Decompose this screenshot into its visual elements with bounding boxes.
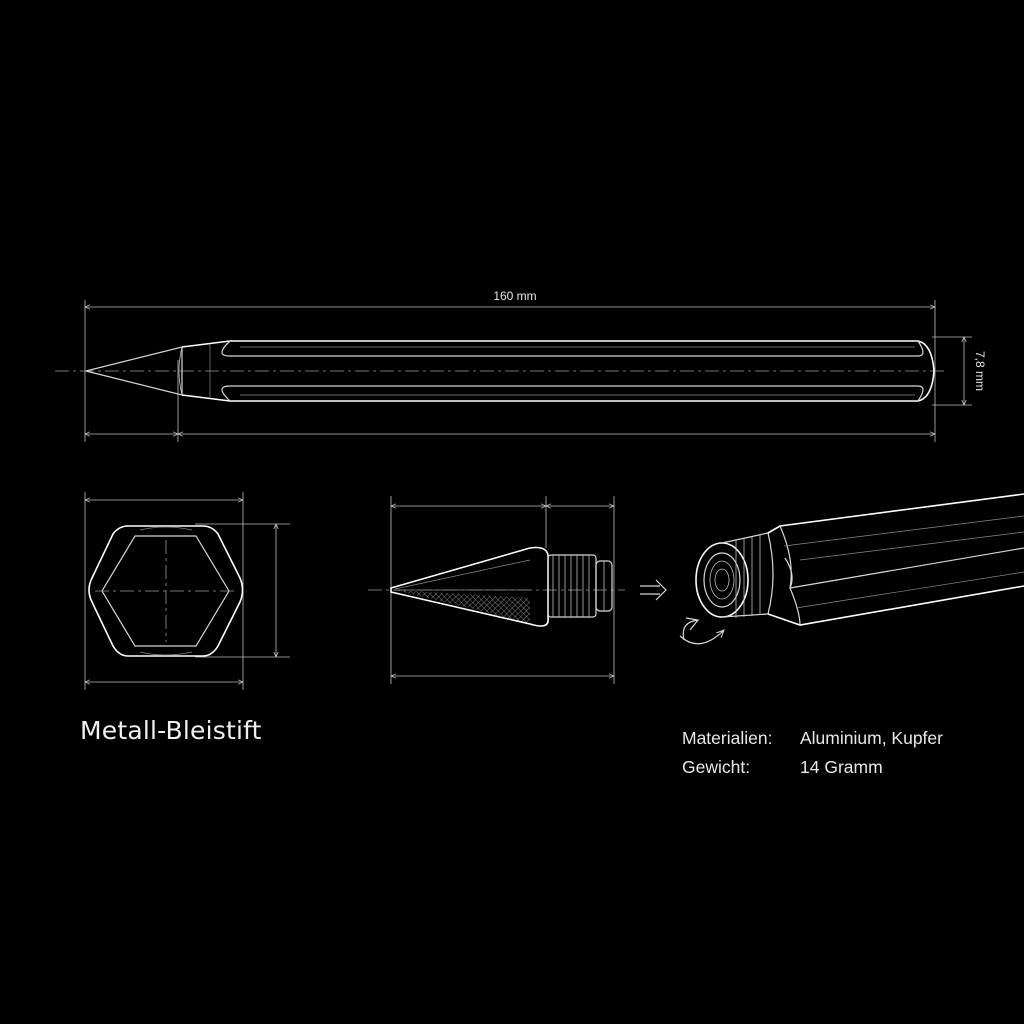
pencil-side-view <box>55 300 972 442</box>
spec-value: Aluminium, Kupfer <box>800 728 943 748</box>
spec-label: Gewicht: <box>682 757 751 777</box>
spec-row-weight: Gewicht: 14 Gramm <box>682 753 943 782</box>
product-title: Metall-Bleistift <box>80 716 262 745</box>
length-dimension-label: 160 mm <box>493 289 536 303</box>
pencil-body-thread-detail <box>695 493 1024 626</box>
pencil-tip-detail <box>368 496 625 684</box>
spec-value: 14 Gramm <box>800 757 883 777</box>
assembly-arrows <box>640 579 724 645</box>
spec-row-materials: Materialien: Aluminium, Kupfer <box>682 724 943 753</box>
hexagon-cross-section <box>85 492 290 690</box>
spec-label: Materialien: <box>682 728 773 748</box>
specs-table: Materialien: Aluminium, Kupfer Gewicht: … <box>682 724 943 782</box>
diameter-dimension-label: 7,8 mm <box>973 351 987 391</box>
